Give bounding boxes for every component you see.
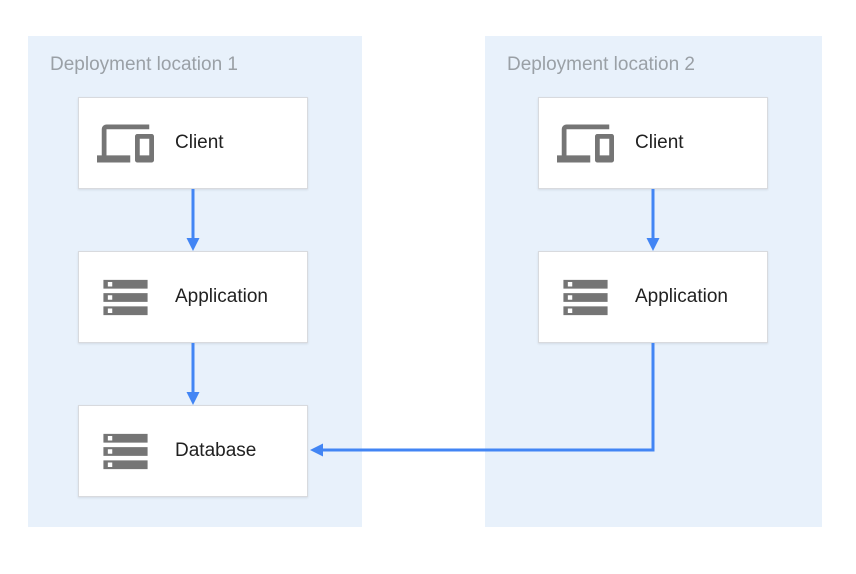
server-stack-icon (557, 269, 614, 326)
node-database-1: Database (78, 405, 308, 497)
node-application-1: Application (78, 251, 308, 343)
node-label: Database (175, 440, 257, 461)
zone-deployment-location-1: Deployment location 1 Client Application (28, 36, 362, 527)
server-stack-icon (97, 269, 154, 326)
server-stack-icon (97, 423, 154, 480)
node-label: Client (175, 132, 224, 153)
zone-1-label: Deployment location 1 (50, 54, 238, 75)
node-label: Application (175, 286, 268, 307)
node-client-1: Client (78, 97, 308, 189)
node-client-2: Client (538, 97, 768, 189)
zone-2-label: Deployment location 2 (507, 54, 695, 75)
node-label: Client (635, 132, 684, 153)
devices-icon (97, 115, 154, 172)
devices-icon (557, 115, 614, 172)
zone-deployment-location-2: Deployment location 2 Client Application (485, 36, 822, 527)
node-label: Application (635, 286, 728, 307)
node-application-2: Application (538, 251, 768, 343)
